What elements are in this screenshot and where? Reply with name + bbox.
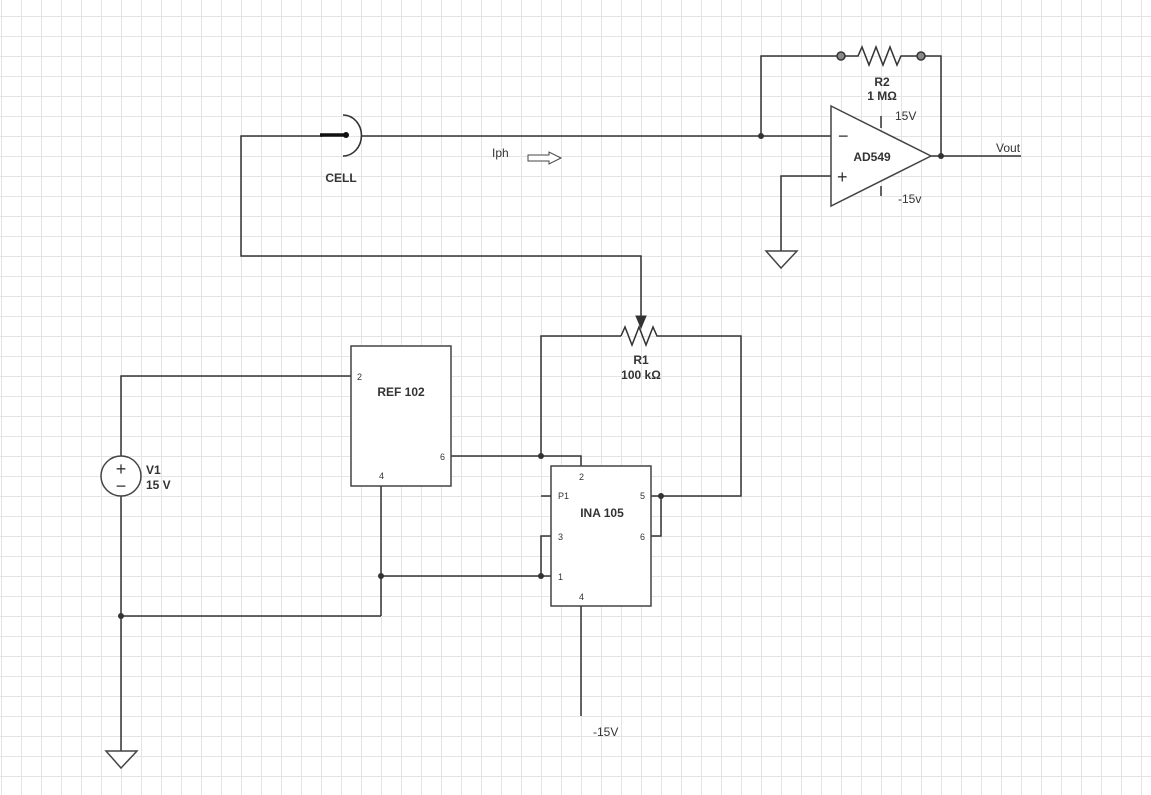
ref102-body	[350, 345, 452, 487]
opamp-ad549[interactable]: − + AD549	[830, 104, 933, 208]
junction-dot	[938, 153, 944, 159]
ina105-supply-label: -15V	[593, 725, 618, 739]
junction-dot	[658, 493, 664, 499]
r2-terminal-right	[916, 51, 926, 61]
junction-dot	[118, 613, 124, 619]
photocell-cup	[342, 114, 363, 157]
opamp-vpos-label: 15V	[895, 109, 916, 123]
v1-circle	[100, 455, 142, 497]
opamp-name: AD549	[853, 150, 891, 164]
ina105-chip[interactable]: INA 105 2 P1 3 1 4 5 6	[550, 465, 652, 607]
vout-label: Vout	[996, 141, 1021, 155]
voltage-source-v1[interactable]: + −	[100, 455, 142, 497]
r2-zigzag	[841, 44, 921, 68]
r1-name: R1	[633, 353, 649, 367]
wires	[120, 55, 1021, 751]
v1-minus-symbol: −	[116, 476, 127, 496]
wire-r1-right[interactable]	[651, 335, 742, 497]
wire-ina3-to-ina1[interactable]	[540, 535, 551, 576]
wire-ref6-to-ina2[interactable]	[451, 455, 582, 466]
wire-feedback-left[interactable]	[760, 55, 841, 136]
ref102-pin-6: 6	[440, 452, 445, 462]
r1-wiper-arrow	[635, 315, 647, 330]
photocell[interactable]	[320, 114, 363, 157]
ina105-body	[550, 465, 652, 607]
photocell-contact-tip	[343, 132, 349, 138]
v1-plus-symbol: +	[116, 459, 127, 479]
v1-name: V1	[146, 463, 161, 477]
opamp-triangle	[830, 104, 933, 208]
wire-v1-to-ref2[interactable]	[120, 375, 351, 456]
wire-ina5-to-ina6[interactable]	[651, 496, 662, 537]
opamp-vneg-label: -15v	[898, 192, 921, 206]
opamp-plus-symbol: +	[837, 167, 848, 187]
wire-feedback-right[interactable]	[921, 55, 942, 156]
ina105-pin-4: 4	[579, 592, 584, 602]
r2-value: 1 MΩ	[867, 89, 897, 103]
ground-icon	[764, 250, 799, 270]
junction-dot	[538, 573, 544, 579]
ina105-name: INA 105	[580, 506, 624, 520]
r2-terminal-left	[836, 51, 846, 61]
ref102-pin-2: 2	[357, 372, 362, 382]
iph-label: Iph	[492, 146, 509, 160]
wire-r1-left[interactable]	[540, 335, 621, 456]
potentiometer-r1[interactable]	[620, 315, 661, 348]
current-arrow-icon	[527, 151, 563, 165]
r1-value: 100 kΩ	[621, 368, 661, 382]
ref102-pin-4: 4	[379, 471, 384, 481]
ina105-pin-3: 3	[558, 532, 563, 542]
opamp-minus-symbol: −	[838, 126, 849, 146]
ina105-pin-6: 6	[640, 532, 645, 542]
cell-label: CELL	[325, 171, 356, 185]
ina105-pin-1: 1	[558, 572, 563, 582]
ina105-pin-2: 2	[579, 472, 584, 482]
junction-dot	[378, 573, 384, 579]
wire-cell-to-r1-wiper[interactable]	[240, 135, 642, 316]
resistor-r2[interactable]	[836, 44, 926, 68]
ref102-chip[interactable]: REF 102 2 6 4	[350, 345, 452, 487]
r1-zigzag	[620, 324, 661, 348]
ina105-pin-p1: P1	[558, 491, 569, 501]
r2-name: R2	[874, 75, 890, 89]
ground-icon	[104, 750, 139, 770]
ref102-name: REF 102	[377, 385, 425, 399]
ina105-pin-5: 5	[640, 491, 645, 501]
junction-dot	[758, 133, 764, 139]
wire-opamp-plus-to-ground[interactable]	[780, 175, 831, 251]
junctions	[118, 133, 944, 619]
v1-value: 15 V	[146, 478, 171, 492]
junction-dot	[538, 453, 544, 459]
